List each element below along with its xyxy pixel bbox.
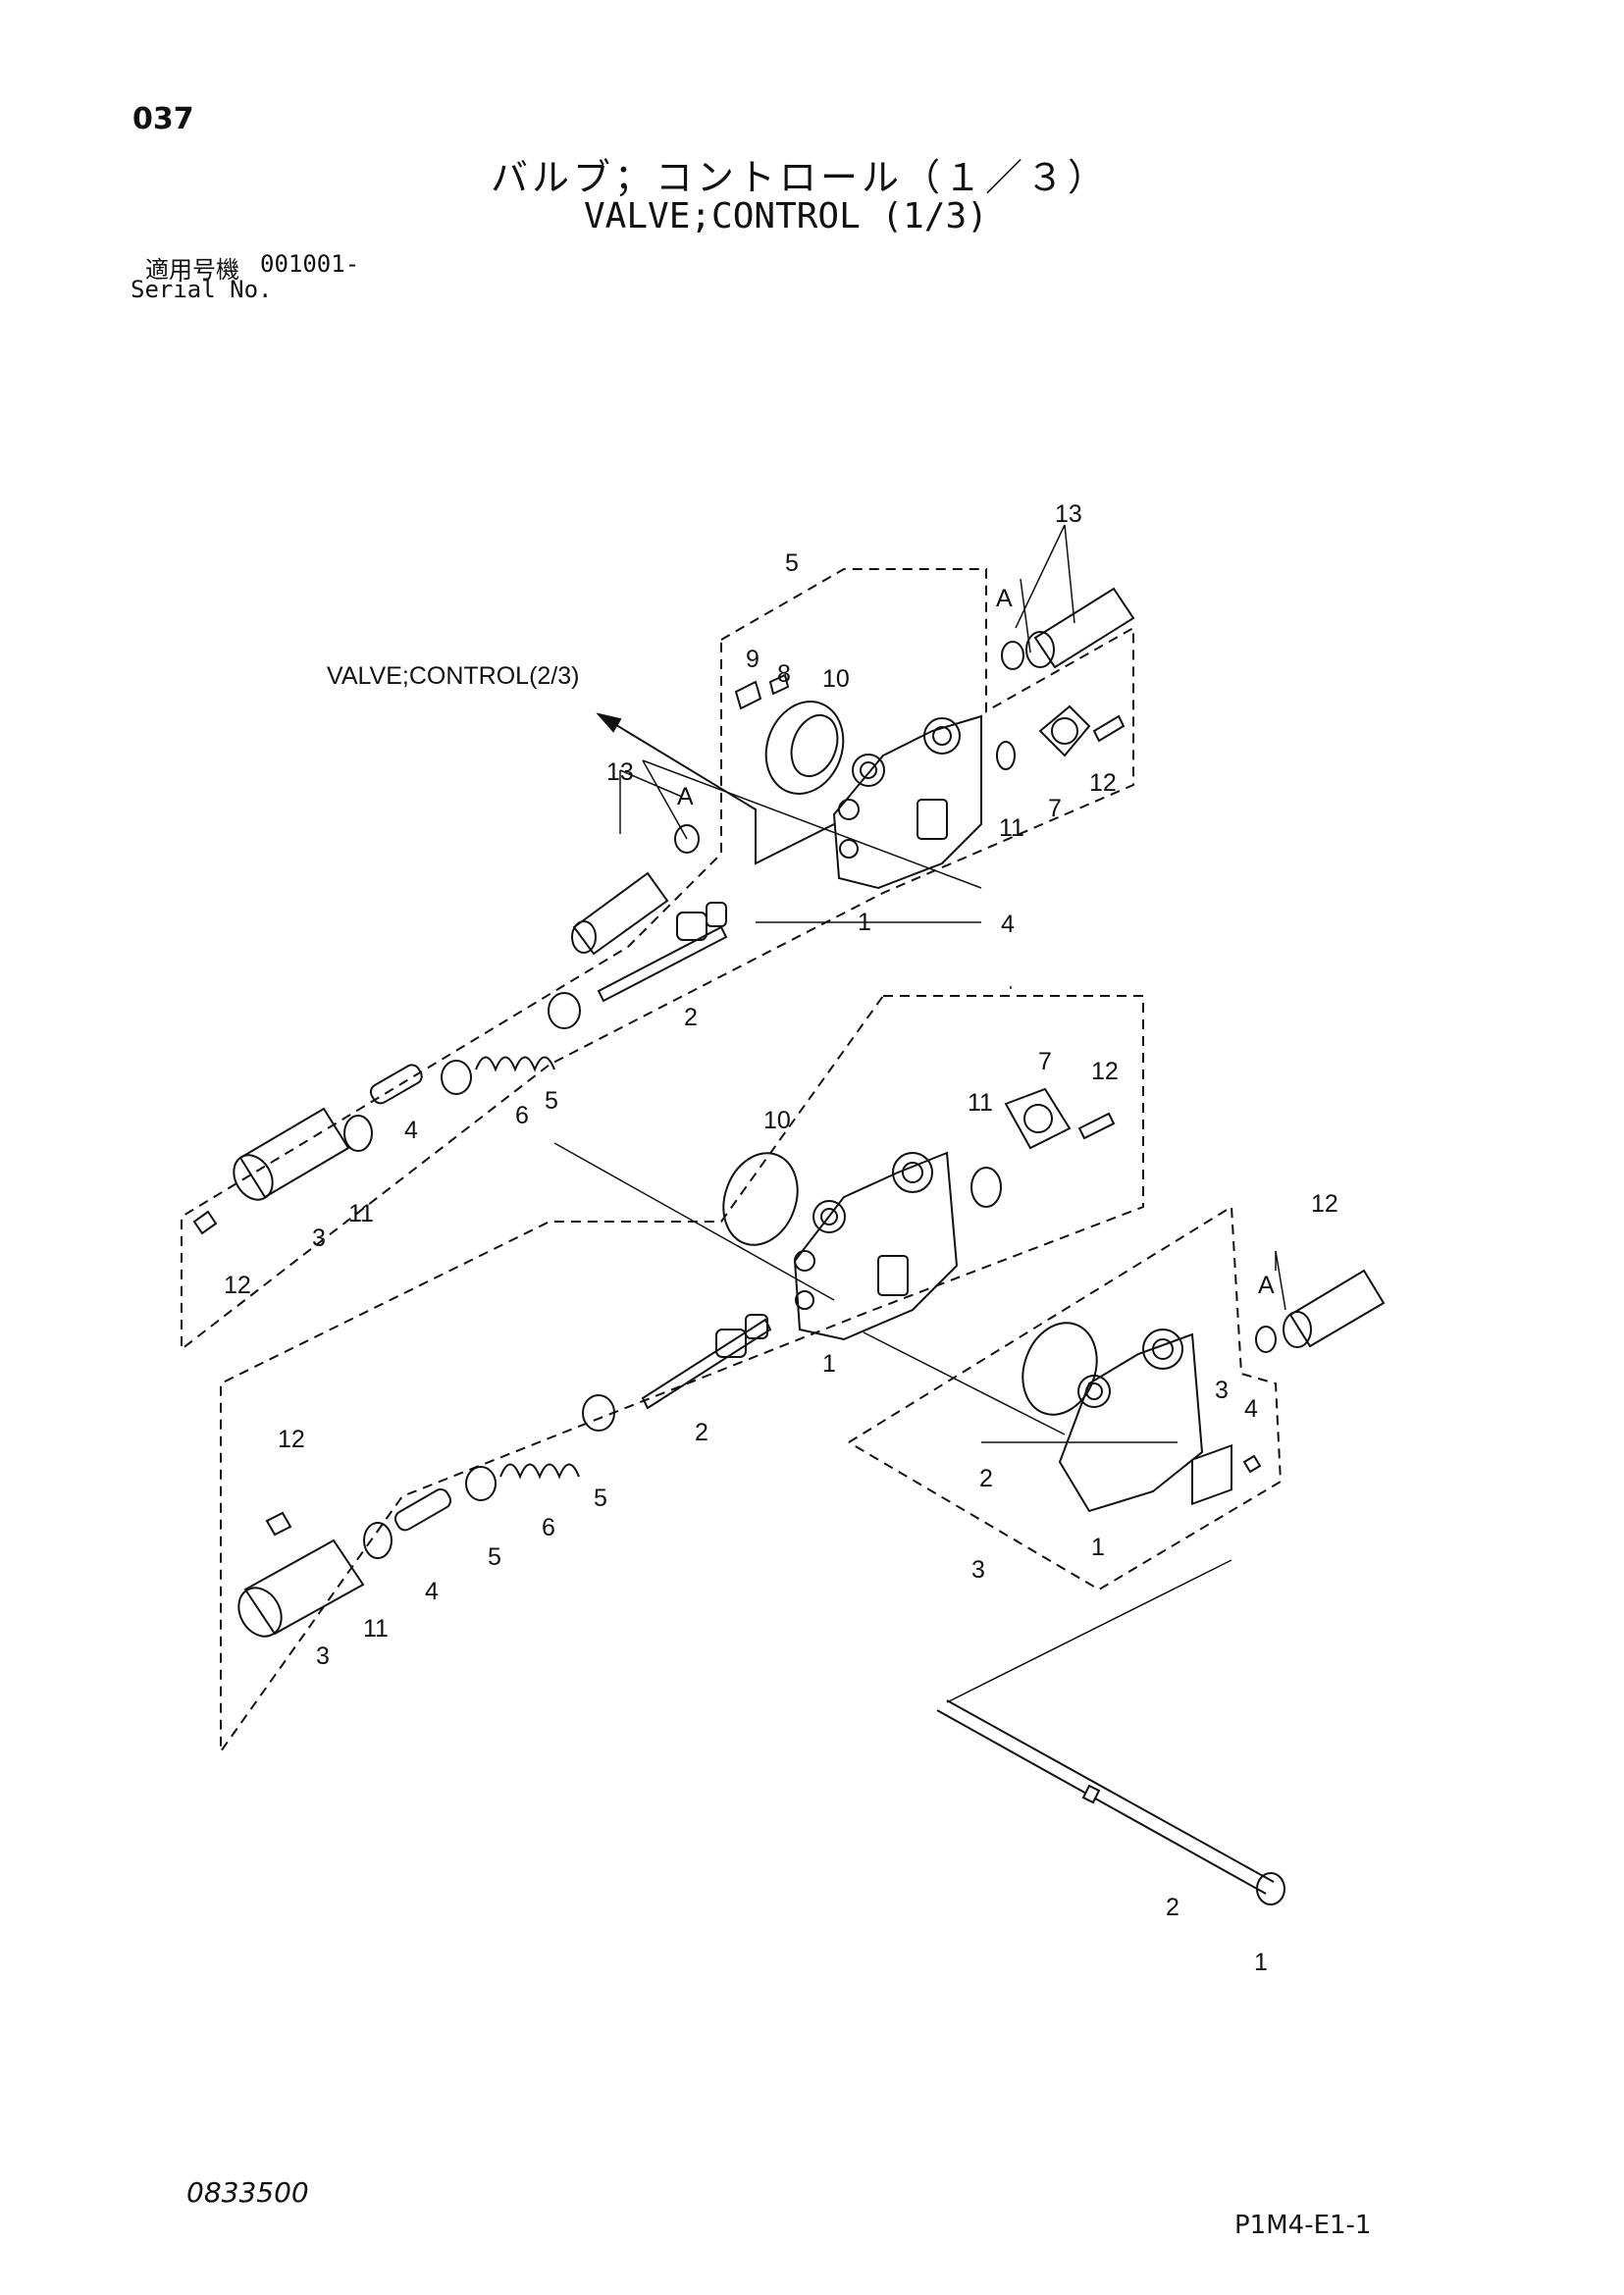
top-valve-body [790,714,982,890]
middle-valve-body [722,1087,1116,1341]
callouts-right: 12 A 3 4 2 1 3 [971,1190,1338,1584]
callouts-top: 13 5 9 8 10 A 7 11 12 1 2 6 5 4 11 3 12 … [224,500,1117,1299]
callout: A [996,585,1013,612]
callout: 4 [1244,1395,1258,1423]
sheet-code: P1M4-E1-1 [1234,2211,1372,2240]
callout: 11 [968,1089,993,1117]
serial-value: 001001- [260,250,360,278]
top-spool [597,902,728,1003]
callout: 3 [971,1556,985,1584]
callout: 4 [425,1578,439,1605]
callout: 1 [1254,1949,1268,1976]
serial-label-english: Serial No. [131,276,273,303]
callouts-bolt: 2 1 [1166,1894,1268,1976]
callout: 11 [999,814,1024,842]
callout: 10 [763,1107,791,1134]
callout: 7 [1048,795,1062,822]
callout: 7 [1038,1048,1052,1075]
title-english: VALVE;CONTROL (1/3) [584,196,988,236]
callout: 8 [777,660,791,688]
callout: 2 [684,1004,698,1031]
callout: 13 [606,758,634,786]
callout: 2 [695,1419,708,1446]
middle-cap [237,1487,452,1638]
callout: 12 [1091,1058,1119,1085]
callout: 1 [822,1350,836,1378]
callout: 3 [1215,1377,1229,1404]
callout: 1 [858,909,871,936]
callout: 12 [1311,1190,1338,1218]
callout: 5 [594,1485,607,1512]
top-group-boundary [181,568,1134,1352]
callout: 5 [488,1543,501,1571]
callout: A [677,783,694,810]
callout: 12 [1089,769,1117,797]
callout: 12 [278,1426,305,1453]
callout: 5 [545,1087,558,1115]
top-plugs [571,587,1135,956]
callout: 2 [979,1465,993,1492]
right-valve-body [1022,1269,1386,1513]
callout: 2 [1166,1894,1179,1921]
title-japanese: バルブ；コントロール（１／３） [491,156,1110,199]
callout: 6 [515,1102,529,1129]
top-spring [441,992,581,1095]
callout: 5 [785,549,799,577]
page-number: 037 [132,102,194,136]
callout: 9 [746,646,760,673]
callout: 1 [1091,1534,1105,1561]
right-group-boundary [848,1205,1283,1591]
top-cap [192,1064,423,1235]
reference-label: VALVE;CONTROL(2/3) [327,662,579,690]
callout: 10 [822,665,850,693]
callout: 4 [404,1117,418,1144]
callout: 3 [312,1225,326,1252]
tie-bolt [936,1699,1285,1905]
serial-label-japanese: 適用号機 [145,256,239,284]
callout: 3 [316,1643,330,1670]
middle-spring [465,1394,615,1501]
callout: 6 [542,1514,555,1541]
middle-spool [641,1314,772,1410]
middle-group-boundary [220,995,1144,1755]
callout: 13 [1055,500,1082,528]
callout: 11 [363,1615,389,1643]
callout: A [1258,1272,1275,1299]
reference-arrow [596,712,835,865]
leader-lines [553,524,1286,1703]
callouts-middle: 4 7 12 10 11 1 2 5 6 5 4 11 3 12 [278,911,1119,1670]
callout: 11 [348,1200,374,1227]
document-number: 0833500 [186,2176,309,2209]
callout: 4 [1001,911,1015,938]
group-boundaries [181,568,1283,1755]
callout: 12 [224,1272,251,1299]
